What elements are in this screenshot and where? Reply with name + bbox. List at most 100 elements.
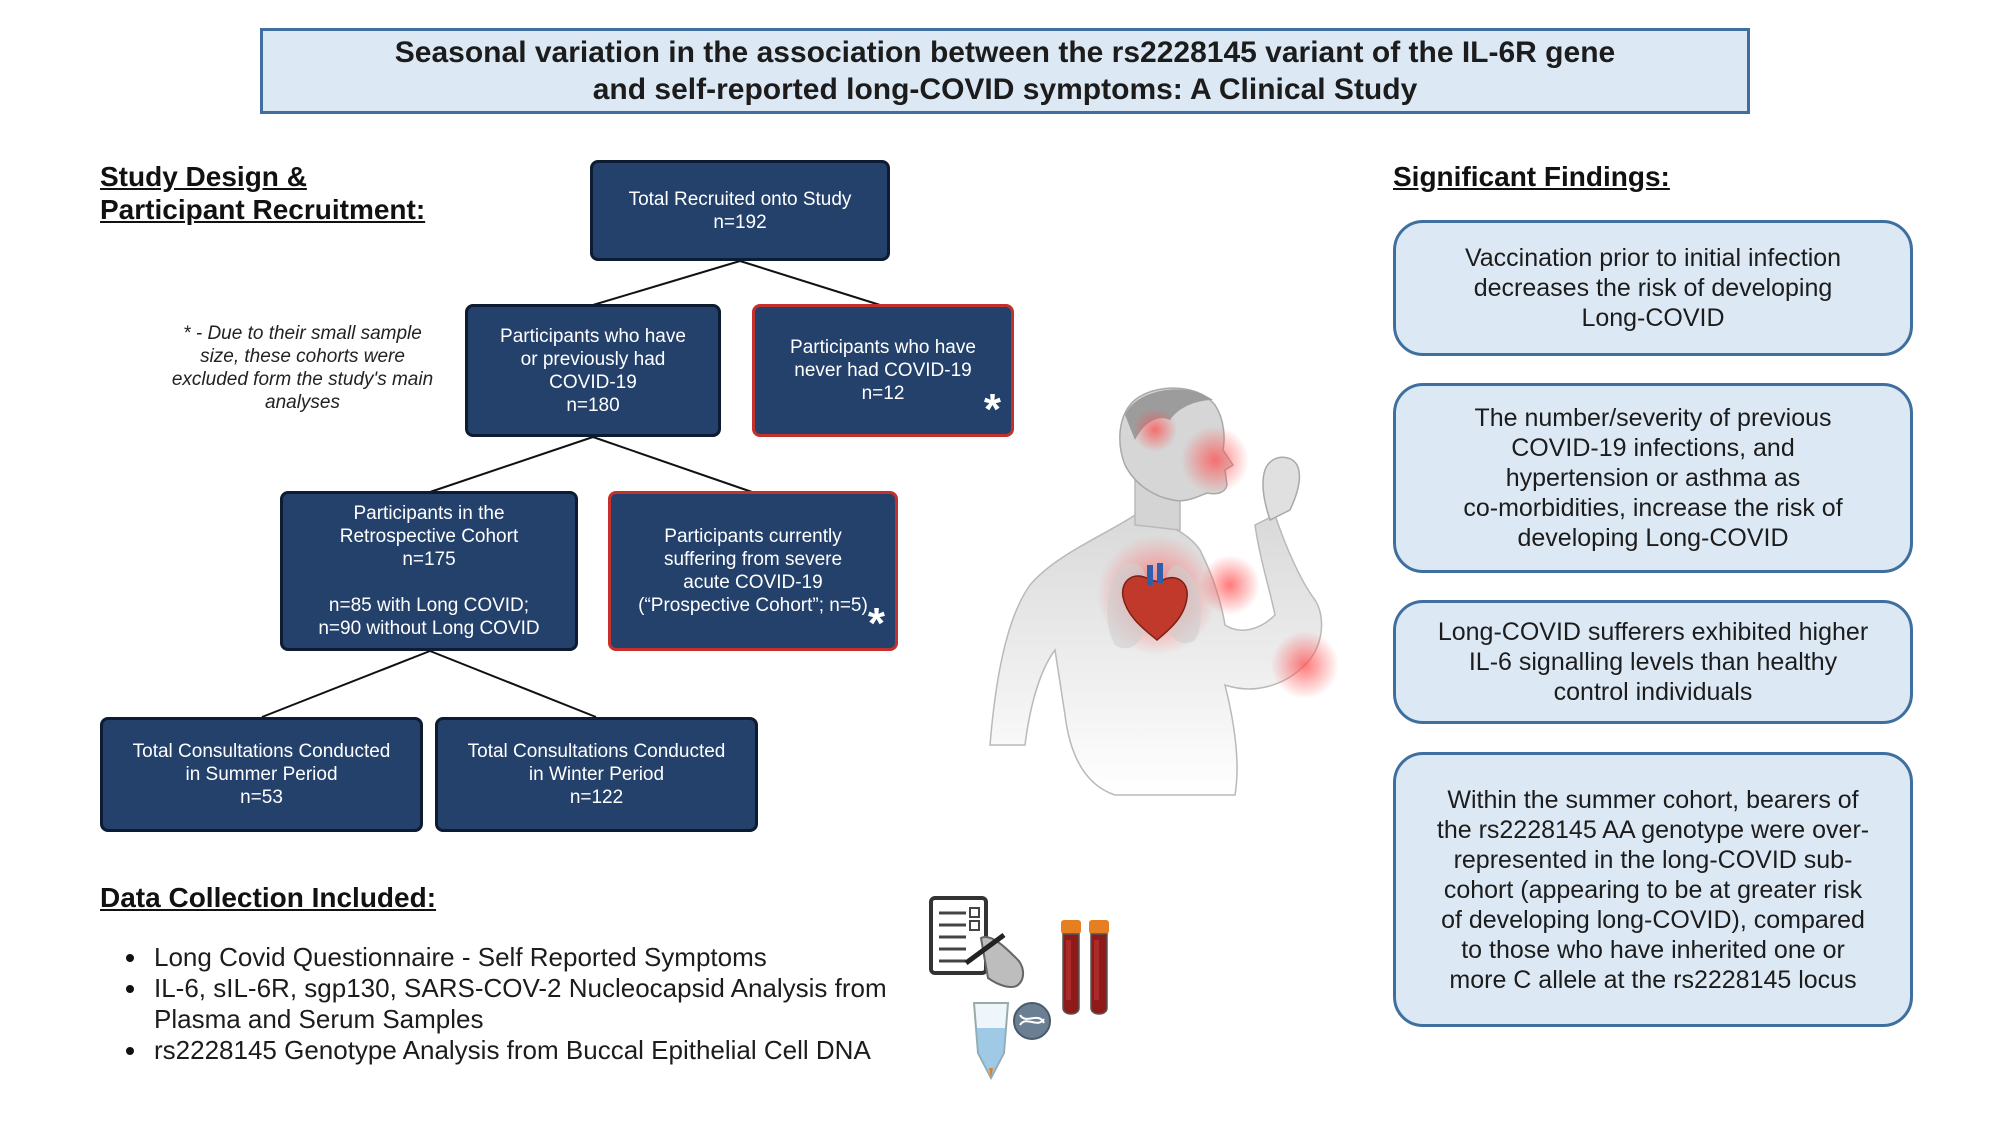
finding-text: the rs2228145 AA genotype were over- (1436, 815, 1870, 844)
finding-text: control individuals (1553, 678, 1753, 706)
connector-retro-summer (261, 650, 431, 718)
box-prosp-line-4: (“Prospective Cohort”; n=5) (638, 595, 868, 616)
title-line-1: Seasonal variation in the association be… (394, 36, 1616, 69)
finding-card: The number/severity of previous COVID-19… (1393, 383, 1913, 573)
box-winter-line-1: Total Consultations Conducted (467, 741, 726, 762)
box-prosp-line-1: Participants currently (664, 526, 842, 547)
elbow-glow (1271, 631, 1339, 699)
list-item: rs2228145 Genotype Analysis from Buccal … (126, 1035, 920, 1066)
connector-retro-winter (429, 650, 597, 718)
list-item: Long Covid Questionnaire - Self Reported… (126, 942, 920, 973)
box-retrospective-cohort: Participants in the Retrospective Cohort… (280, 491, 578, 651)
box-summer-line-1: Total Consultations Conducted (132, 741, 391, 762)
box-retro-count: n=175 (402, 549, 456, 570)
torso-shape (989, 513, 1323, 796)
box-retro-line-1: Participants in the (353, 503, 505, 524)
study-design-heading-line-1: Study Design & (100, 161, 307, 192)
box-total-line-1: Total Recruited onto Study (628, 188, 852, 210)
finding-text: COVID-19 infections, and (1511, 434, 1795, 462)
box-never-line-1: Participants who have (790, 337, 976, 358)
box-had-covid: Participants who have or previously had … (465, 304, 721, 437)
box-covid-count: n=180 (566, 394, 620, 416)
exclusion-note: * - Due to their small sample size, thes… (171, 323, 434, 413)
finding-text: hypertension or asthma as (1505, 464, 1801, 492)
tube-cap-1 (1061, 920, 1081, 934)
finding-text: of developing long-COVID), compared (1441, 905, 1865, 934)
finding-text: Long-COVID sufferers exhibited higher (1437, 618, 1869, 646)
finding-text: IL-6 signalling levels than healthy (1468, 648, 1838, 676)
box-never-line-2: never had COVID-19 (794, 360, 972, 381)
connector-covid-retro (429, 436, 594, 493)
clipboard-checkboxes (969, 907, 980, 931)
box-covid-line-2: or previously had (520, 348, 666, 370)
list-item: IL-6, sIL-6R, sgp130, SARS-COV-2 Nucleoc… (126, 973, 920, 1035)
heart-vessels (1147, 563, 1163, 585)
fist-shape (1262, 456, 1301, 522)
lung-glow (1200, 555, 1260, 615)
finding-text: to those who have inherited one or (1461, 935, 1845, 964)
blood-tubes-icon (1061, 920, 1109, 1015)
connector-total-never (739, 260, 881, 306)
clipboard-lines (939, 911, 966, 963)
pen-shape (964, 932, 1006, 966)
box-winter-line-2: in Winter Period (528, 764, 665, 785)
box-summer-consultations: Total Consultations Conducted in Summer … (100, 717, 423, 832)
excluded-asterisk: * (983, 385, 1001, 434)
box-summer-count: n=53 (240, 787, 283, 808)
finding-text: developing Long-COVID (1517, 524, 1789, 552)
box-never-covid: Participants who have never had COVID-19… (752, 304, 1014, 437)
finding-text: Vaccination prior to initial infection (1464, 244, 1842, 272)
finding-text: Within the summer cohort, bearers of (1447, 785, 1859, 814)
list-item-text: IL-6, sIL-6R, sgp130, SARS-COV-2 Nucleoc… (154, 973, 887, 1003)
finding-text: represented in the long-COVID sub- (1453, 845, 1853, 874)
findings-heading: Significant Findings: (1393, 161, 1670, 192)
title-line-2: and self-reported long-COVID symptoms: A… (592, 73, 1418, 106)
box-covid-line-1: Participants who have (500, 325, 686, 347)
dna-sample-tube-icon (972, 1002, 1051, 1081)
list-item-text: Long Covid Questionnaire - Self Reported… (154, 942, 767, 972)
box-winter-count: n=122 (569, 787, 624, 808)
study-design-heading: Study Design & Participant Recruitment: (100, 160, 425, 226)
face-glow (1181, 426, 1249, 494)
box-covid-line-3: COVID-19 (549, 371, 637, 393)
finding-text: more C allele at the rs2228145 locus (1449, 965, 1857, 994)
tube-liquid (976, 1028, 1006, 1078)
box-total-recruited: Total Recruited onto Study n=192 (590, 160, 890, 261)
title-banner: Seasonal variation in the association be… (260, 28, 1750, 114)
box-retro-line-2: Retrospective Cohort (339, 526, 519, 547)
box-retro-long-covid: n=85 with Long COVID; (328, 595, 530, 616)
tube-tip (989, 1068, 993, 1078)
excluded-asterisk: * (867, 599, 885, 648)
connector-total-covid (592, 260, 741, 306)
finding-text: decreases the risk of developing (1473, 274, 1833, 302)
finding-text: Long-COVID (1581, 304, 1725, 332)
data-collection-list: Long Covid Questionnaire - Self Reported… (126, 942, 920, 1066)
list-item-text: Plasma and Serum Samples (154, 1004, 484, 1034)
box-prosp-line-2: suffering from severe (663, 549, 843, 570)
box-retro-without-long-covid: n=90 without Long COVID (318, 618, 540, 639)
box-winter-consultations: Total Consultations Conducted in Winter … (435, 717, 758, 832)
hand-shape (979, 936, 1024, 988)
finding-card: Vaccination prior to initial infection d… (1393, 220, 1913, 356)
finding-card: Within the summer cohort, bearers of the… (1393, 752, 1913, 1027)
connector-covid-prospective (592, 436, 753, 493)
coughing-person-illustration (989, 387, 1339, 796)
clipboard-questionnaire-icon (929, 896, 1024, 988)
finding-card: Long-COVID sufferers exhibited higher IL… (1393, 600, 1913, 724)
list-item-text: rs2228145 Genotype Analysis from Buccal … (154, 1035, 871, 1065)
dna-helix (1019, 1014, 1045, 1026)
tube-cap-2 (1089, 920, 1109, 934)
heart-shape (1121, 575, 1188, 641)
box-never-count: n=12 (861, 383, 905, 404)
box-prospective-cohort: Participants currently suffering from se… (608, 491, 898, 651)
finding-text: The number/severity of previous (1474, 404, 1832, 432)
box-summer-line-2: in Summer Period (185, 764, 338, 785)
data-collection-heading: Data Collection Included: (100, 882, 437, 913)
head-glow (1133, 408, 1177, 452)
finding-text: cohort (appearing to be at greater risk (1443, 875, 1863, 904)
study-design-heading-line-2: Participant Recruitment: (100, 194, 426, 225)
box-prosp-line-3: acute COVID-19 (683, 572, 823, 593)
box-total-count: n=192 (713, 211, 767, 233)
finding-text: co-morbidities, increase the risk of (1463, 494, 1843, 522)
